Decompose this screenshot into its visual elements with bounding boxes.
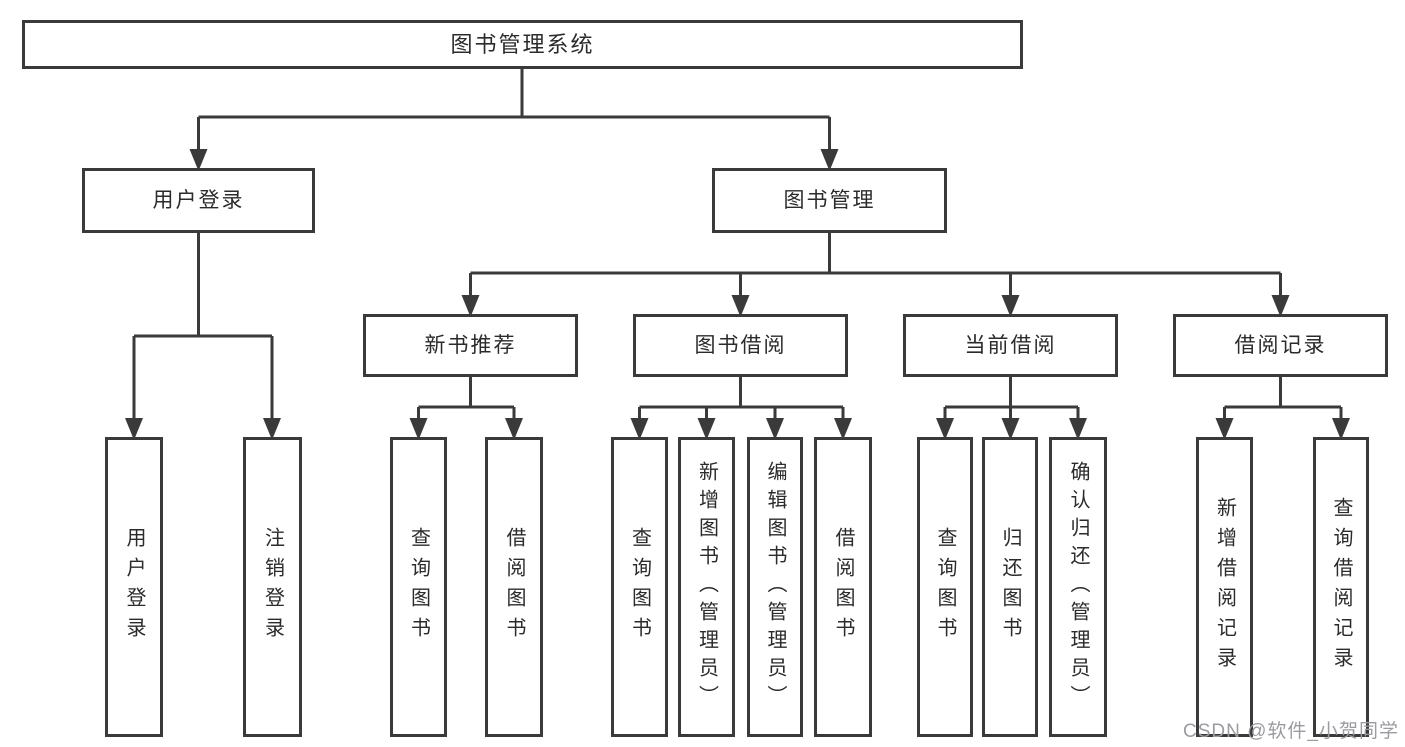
leaf-borrow-books-borrow: 借阅图书 xyxy=(814,437,872,737)
leaf-add-borrow-record: 新增借阅记录 xyxy=(1196,437,1253,737)
node-user-login: 用户登录 xyxy=(82,168,315,233)
node-borrowing-records: 借阅记录 xyxy=(1173,314,1388,377)
node-book-borrowing: 图书借阅 xyxy=(633,314,848,377)
node-current-borrowing: 当前借阅 xyxy=(903,314,1118,377)
leaf-logout: 注销登录 xyxy=(243,437,302,737)
leaf-edit-books-admin: 编辑图书（管理员） xyxy=(747,437,803,737)
leaf-query-borrow-record: 查询借阅记录 xyxy=(1313,437,1369,737)
leaf-borrow-books-recommend: 借阅图书 xyxy=(485,437,543,737)
leaf-return-books: 归还图书 xyxy=(982,437,1038,737)
csdn-watermark: CSDN @软件_小贺同学 xyxy=(1183,721,1399,742)
node-library-management-system: 图书管理系统 xyxy=(22,20,1023,69)
leaf-add-books-admin: 新增图书（管理员） xyxy=(678,437,735,737)
node-book-management: 图书管理 xyxy=(712,168,947,233)
leaf-query-books-recommend: 查询图书 xyxy=(390,437,447,737)
leaf-query-books-borrow: 查询图书 xyxy=(611,437,668,737)
node-new-book-recommendation: 新书推荐 xyxy=(363,314,578,377)
leaf-query-books-current: 查询图书 xyxy=(917,437,973,737)
leaf-confirm-return-admin: 确认归还（管理员） xyxy=(1049,437,1107,737)
leaf-user-login: 用户登录 xyxy=(105,437,163,737)
